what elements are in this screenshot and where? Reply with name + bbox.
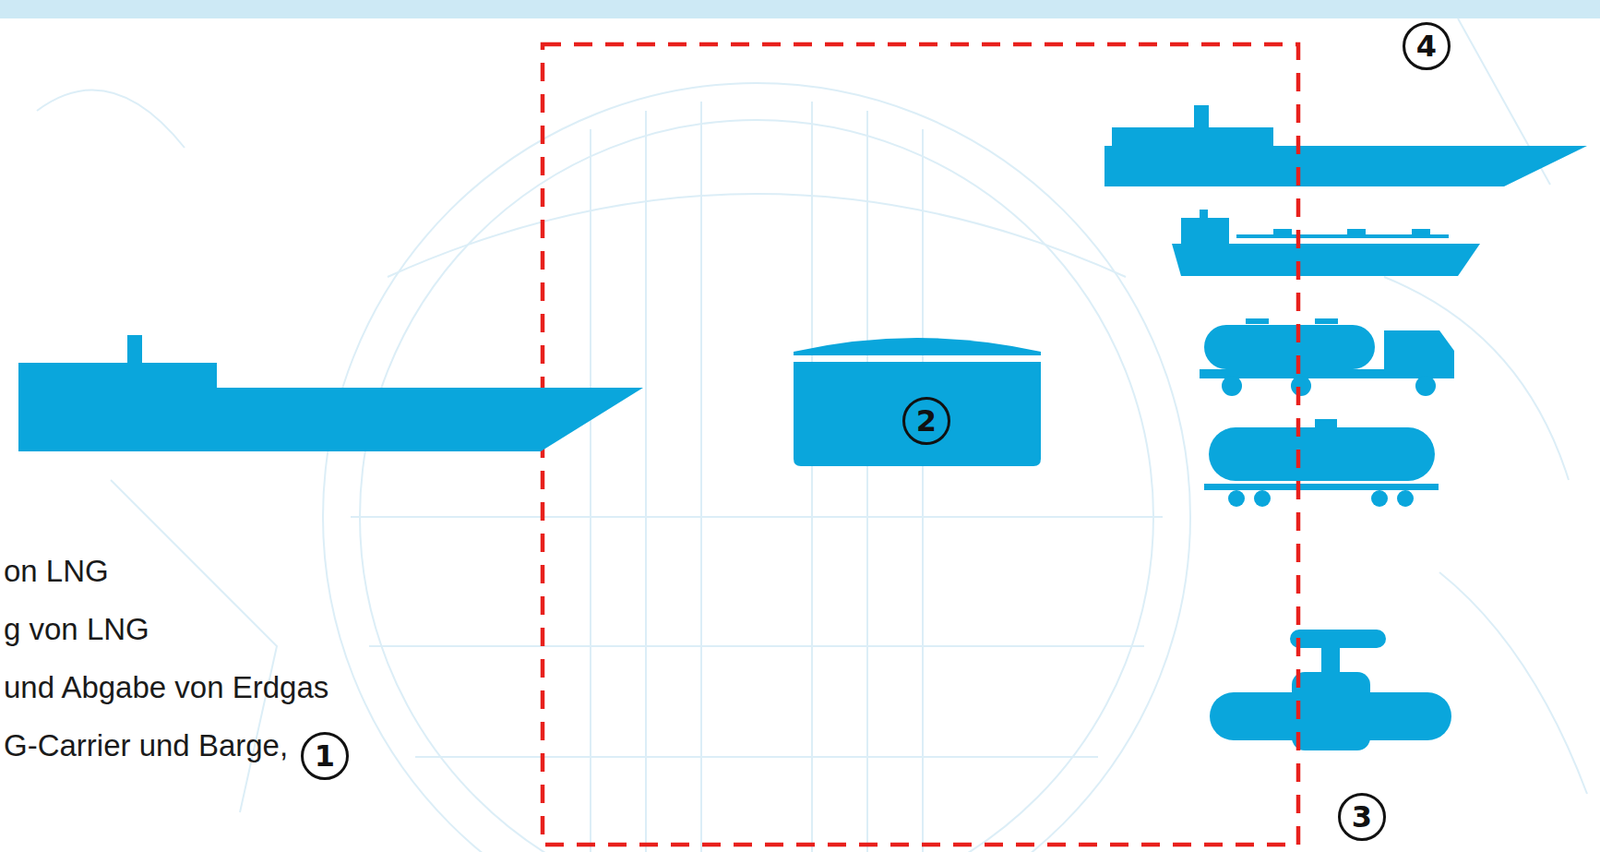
ship-icon bbox=[18, 334, 644, 452]
ship-superstructure bbox=[1111, 127, 1274, 148]
ship-funnel bbox=[1194, 105, 1209, 130]
terminal-boundary bbox=[542, 44, 1299, 845]
barge-icon bbox=[1171, 243, 1481, 276]
rail-tank-car-icon bbox=[1208, 427, 1435, 481]
legend-note-text: g von LNG bbox=[3, 612, 150, 646]
legend-note-text: und Abgabe von Erdgas bbox=[3, 670, 329, 705]
legend-note-text: on LNG bbox=[3, 554, 109, 588]
callout-number: 1 bbox=[300, 731, 349, 780]
lng-carrier-icon bbox=[1104, 145, 1588, 187]
barge-mast bbox=[1199, 209, 1208, 221]
lng-carrier-ship: 1 bbox=[18, 334, 644, 452]
top-bar bbox=[0, 0, 1600, 19]
legend-note-text: G-Carrier und Barge, bbox=[3, 728, 288, 763]
transport-icons bbox=[1104, 105, 1588, 751]
callout-number: 2 bbox=[902, 396, 951, 445]
callout-number: 4 bbox=[1402, 22, 1451, 71]
barge-deck-pipe bbox=[1236, 234, 1449, 239]
barge-bridge bbox=[1181, 217, 1230, 246]
lng-storage-tank: 2 bbox=[793, 331, 1041, 466]
callout-number: 3 bbox=[1337, 792, 1386, 841]
truck-tank-icon bbox=[1204, 324, 1375, 370]
